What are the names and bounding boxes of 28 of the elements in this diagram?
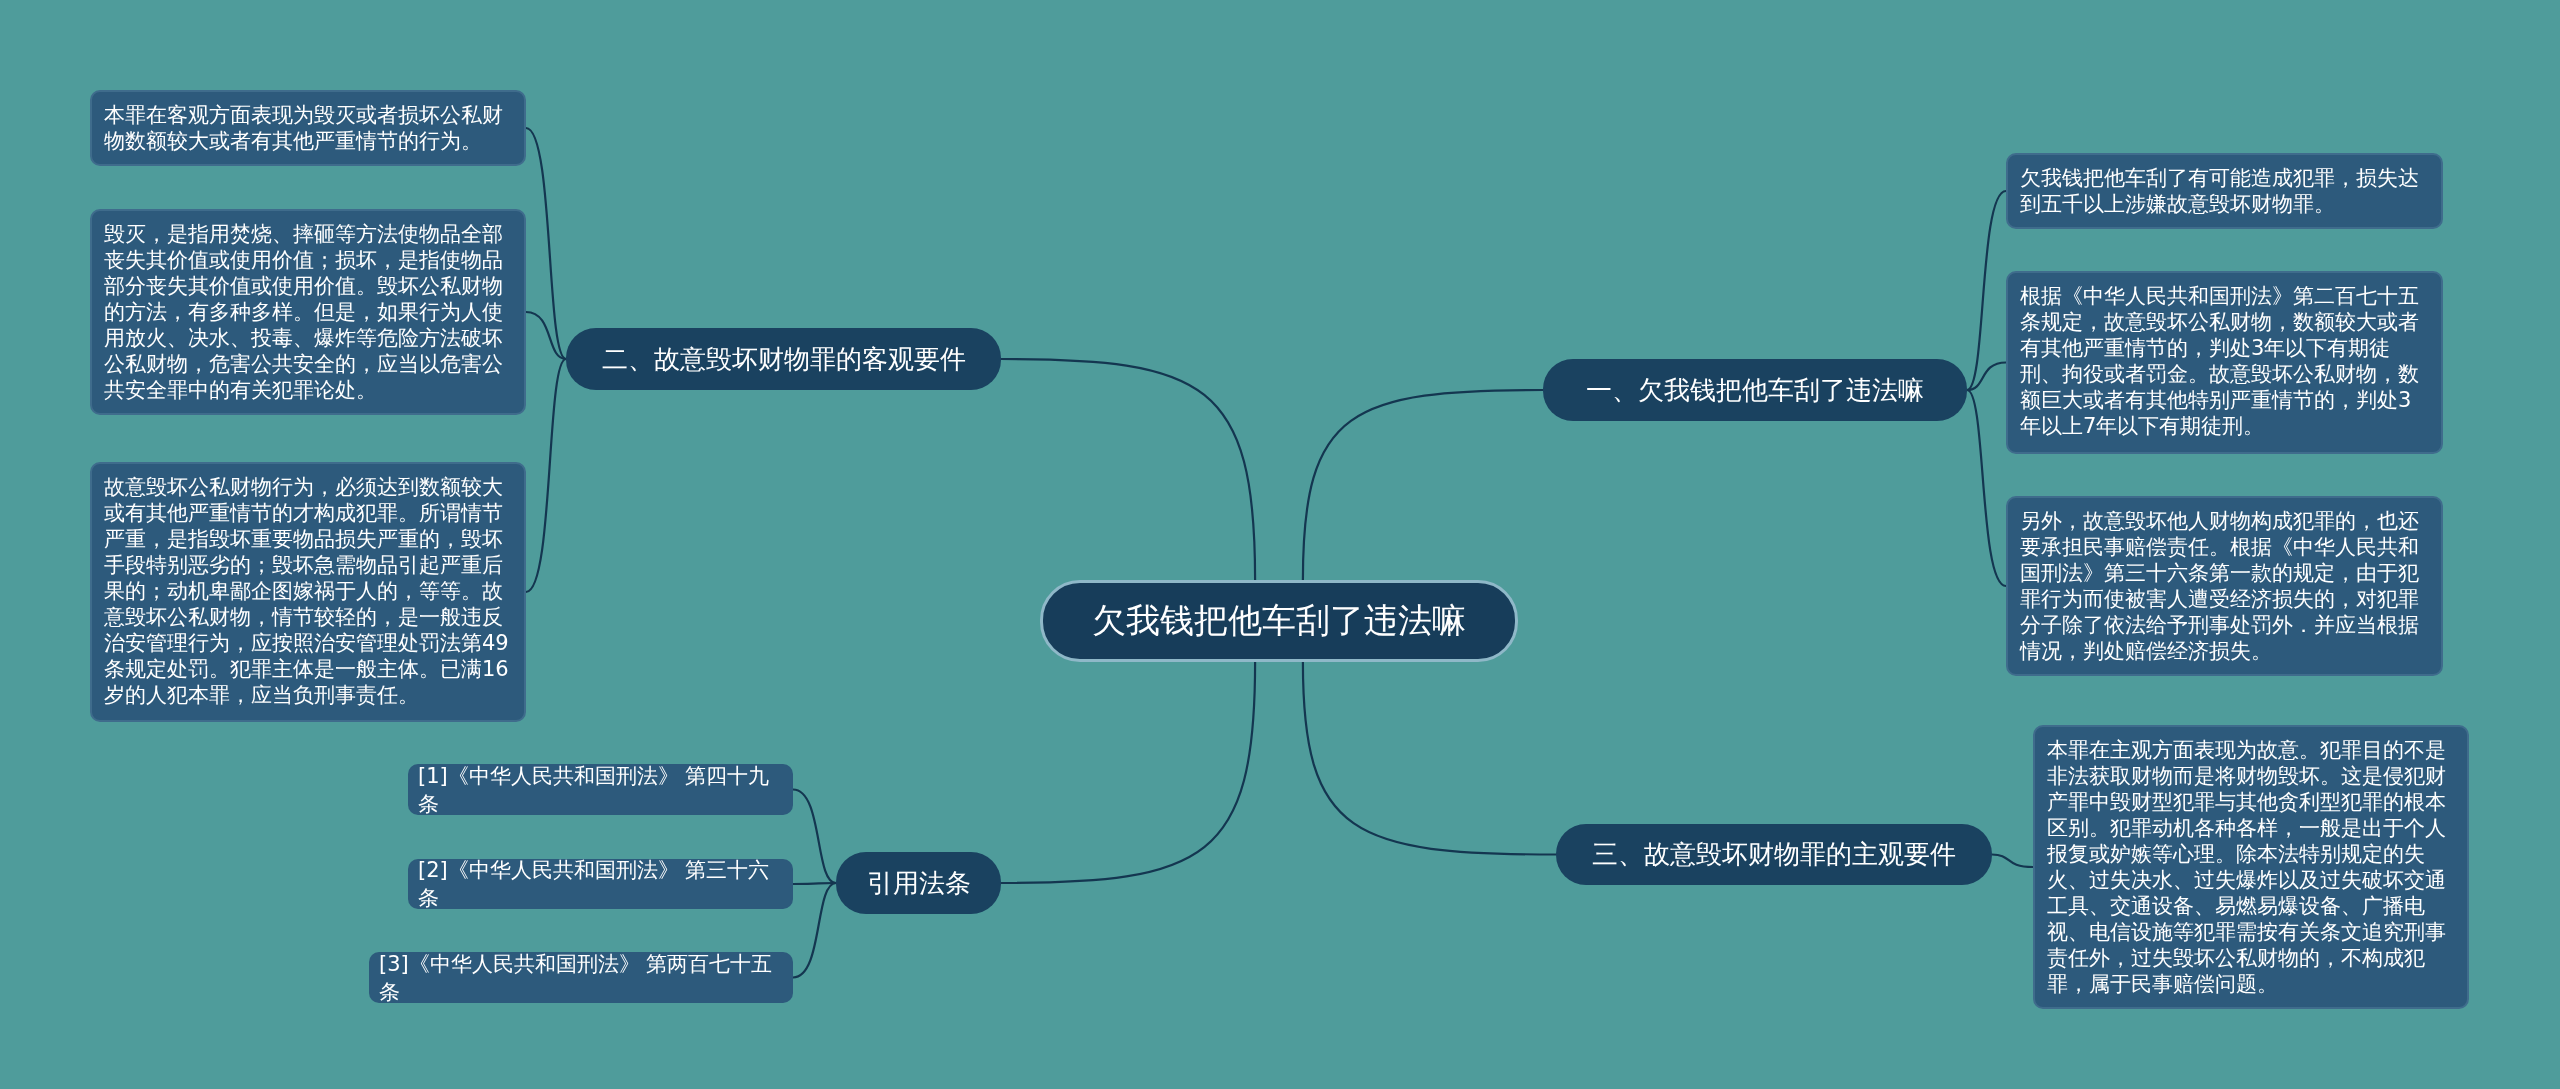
connector-line [1966, 389, 2007, 587]
text-box: 根据《中华人民共和国刑法》第二百七十五条规定，故意毁坏公私财物，数额较大或者有其他严重情节的，判处3年以下有期徒刑、拘役或者罚金。故意毁坏公私财物，数额巨大或者有其他特别严重情节的，判处3年以上7年以下有期徒刑。 [2006, 271, 2443, 454]
center-node: 欠我钱把他车刮了违法嘛 [1040, 580, 1518, 662]
reference-box: [3]《中华人民共和国刑法》 第两百七十五条 [369, 952, 793, 1003]
connector-line [1966, 361, 2007, 392]
text-box: 本罪在主观方面表现为故意。犯罪目的不是非法获取财物而是将财物毁坏。这是侵犯财产罪中毁财型犯罪与其他贪利型犯罪的根本区别。犯罪动机各种各样，一般是出于个人报复或妒嫉等心理。除本法特别规定的失火、过失决水、过失爆炸以及过失破坏交通工具、交通设备、易燃易爆设备、广播电视、电信设施等犯罪需按有关条文追究刑事责任外，过失毁坏公私财物的，不构成犯罪，属于民事赔偿问题。 [2033, 725, 2469, 1010]
connector-line [1301, 388, 1543, 581]
connector-line [1301, 661, 1556, 856]
topic-box: 二、故意毁坏财物罪的客观要件 [566, 328, 1001, 390]
connector-line [1001, 357, 1257, 581]
connector-line [792, 788, 837, 885]
connector-line [525, 310, 567, 361]
connector-line [1001, 661, 1257, 885]
reference-box: [1]《中华人民共和国刑法》 第四十九条 [408, 764, 793, 815]
connector-line [525, 358, 567, 593]
text-box: 本罪在客观方面表现为毁灭或者损坏公私财物数额较大或者有其他严重情节的行为。 [90, 90, 526, 167]
topic-box: 引用法条 [836, 852, 1001, 914]
text-box: 故意毁坏公私财物行为，必须达到数额较大或有其他严重情节的才构成犯罪。所谓情节严重，是指毁坏重要物品损失严重的，毁坏手段特别恶劣的；毁坏急需物品引起严重后果的；动机卑鄙企图嫁祸于人的，等等。故意毁坏公私财物，情节较轻的，是一般违反治安管理行为，应按照治安管理处罚法第49条规定处罚。犯罪主体是一般主体。已满16岁的人犯本罪，应当负刑事责任。 [90, 462, 526, 722]
connector-line [792, 881, 837, 979]
topic-box: 一、欠我钱把他车刮了违法嘛 [1543, 359, 1967, 421]
reference-box: [2]《中华人民共和国刑法》 第三十六条 [408, 859, 793, 909]
text-box: 欠我钱把他车刮了有可能造成犯罪，损失达到五千以上涉嫌故意毁坏财物罪。 [2006, 153, 2443, 230]
text-box: 毁灭，是指用焚烧、摔砸等方法使物品全部丧失其价值或使用价值；损坏，是指使物品部分丧失其价值或使用价值。毁坏公私财物的方法，有多种多样。但是，如果行为人使用放火、决水、投毒、爆炸等危险方法破坏公私财物，危害公共安全的，应当以危害公共安全罪中的有关犯罪论处。 [90, 209, 526, 416]
connector-line [1966, 190, 2007, 391]
connector-line [1991, 853, 2034, 869]
text-box: 另外，故意毁坏他人财物构成犯罪的，也还要承担民事赔偿责任。根据《中华人民共和国刑法》第三十六条第一款的规定，由于犯罪行为而使被害人遭受经济损失的，对犯罪分子除了依法给予刑事处罚外．并应当根据情况，判处赔偿经济损失。 [2006, 496, 2443, 677]
topic-box: 三、故意毁坏财物罪的主观要件 [1556, 824, 1992, 885]
connector-line [525, 127, 567, 360]
